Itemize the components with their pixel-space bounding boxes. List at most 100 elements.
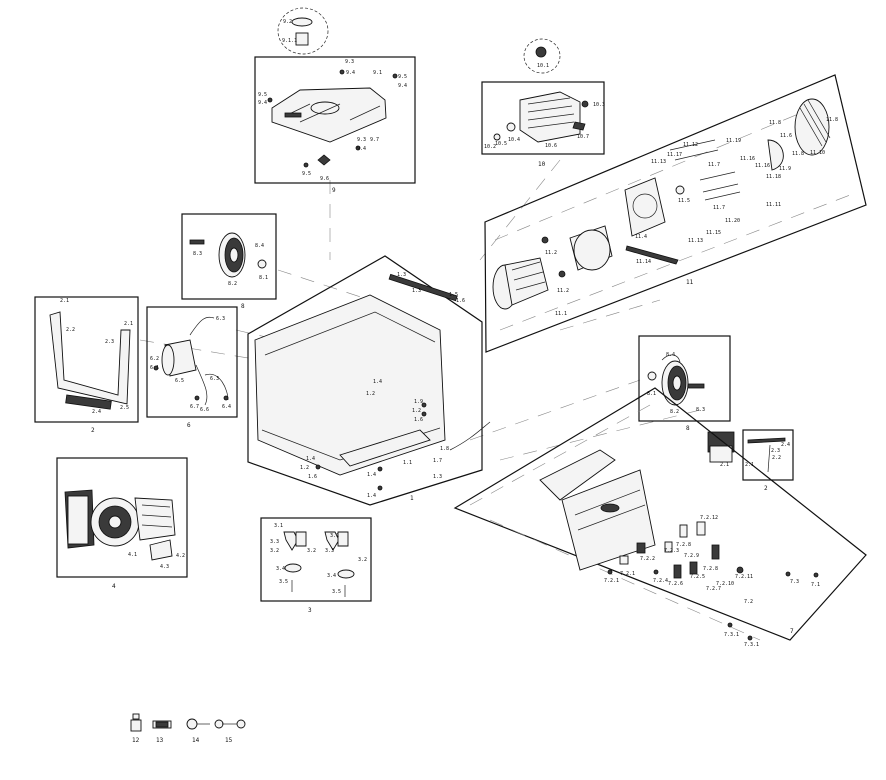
group-1-frame: 1.3 1.3 1.5 1.6 1.4 1.2 1.9 1.2 1.6 1.8 … <box>247 255 491 506</box>
label-11-13: 11.13 <box>651 159 666 165</box>
label-11-5: 11.5 <box>678 198 690 204</box>
label-2-3-right: 2.3 <box>771 448 780 454</box>
label-7-2: 7.2 <box>744 599 753 605</box>
group-6-number: 6 <box>187 422 191 429</box>
label-9-3b: 9.3 <box>357 137 366 143</box>
label-10-2: 10.2 <box>484 144 496 150</box>
label-11-16b: 11.16 <box>740 156 755 162</box>
label-1-4: 1.4 <box>373 379 382 385</box>
label-3-2c: 3.2 <box>270 548 279 554</box>
label-2-4: 2.4 <box>92 409 101 415</box>
label-7-2-6: 7.2.6 <box>668 581 683 587</box>
label-7-3-1: 7.3.1 <box>724 632 739 638</box>
label-2-1-icon: 2.1 <box>720 462 729 468</box>
label-10-5: 10.5 <box>495 141 507 147</box>
label-1-3b: 1.3 <box>412 288 421 294</box>
label-7-3-1b: 7.3.1 <box>744 642 759 648</box>
label-8-2-right: 8.2 <box>670 409 679 415</box>
group-4-number: 4 <box>112 583 116 590</box>
label-1-4b: 1.4 <box>306 456 315 462</box>
label-2-5: 2.5 <box>120 405 129 411</box>
label-4-2: 4.2 <box>176 553 185 559</box>
group-11-number: 11 <box>686 279 694 286</box>
label-6-3: 6.3 <box>216 316 225 322</box>
label-6-5: 6.5 <box>175 378 184 384</box>
group-4-engine: 4.1 4.2 4.3 4 <box>56 457 188 590</box>
label-8-1-left: 8.1 <box>259 275 268 281</box>
label-3-3b: 3.3 <box>325 548 334 554</box>
group-7-number: 7 <box>790 628 794 635</box>
label-3-4: 3.4 <box>276 566 285 572</box>
legend-item-14: 14 <box>186 718 210 744</box>
label-9-4c: 9.4 <box>258 100 267 106</box>
label-11-16: 11.16 <box>755 163 770 169</box>
label-1-6: 1.6 <box>456 298 465 304</box>
label-1-2b: 1.2 <box>412 408 421 414</box>
label-1-6b: 1.6 <box>414 417 423 423</box>
hardware-legend: 12 13 14 15 <box>130 713 246 744</box>
label-11-4: 11.4 <box>635 234 647 240</box>
label-1-7: 1.7 <box>433 458 442 464</box>
label-10-4: 10.4 <box>508 137 520 143</box>
label-3-3: 3.3 <box>270 539 279 545</box>
label-7-2-3: 7.2.3 <box>664 548 679 554</box>
nut-icon <box>130 719 142 732</box>
group-8-wheel-right: 8.4 8.1 8.2 8.3 8 <box>638 335 731 432</box>
label-9-5c: 9.5 <box>302 171 311 177</box>
label-1-2c: 1.2 <box>300 465 309 471</box>
label-3-1: 3.1 <box>274 523 283 529</box>
group-3-number: 3 <box>308 607 312 614</box>
label-11-20: 11.20 <box>725 218 740 224</box>
group-2-battery: 2.4 2.3 2.2 2.1 2.1 2 <box>707 429 794 492</box>
label-7-2-8: 7.2.8 <box>676 542 691 548</box>
label-8-2-left: 8.2 <box>228 281 237 287</box>
group-2-handle: 2.1 2.1 2.2 2.3 2.4 2.5 2 <box>34 296 139 434</box>
label-6-1: 6.1 <box>150 365 159 371</box>
label-4-3: 4.3 <box>160 564 169 570</box>
legend-number-13: 13 <box>156 737 164 744</box>
label-7-2-1: 7.2.1 <box>604 578 619 584</box>
label-11-1: 11.1 <box>555 311 567 317</box>
label-11-18: 11.18 <box>766 174 781 180</box>
label-11-9: 11.9 <box>779 166 791 172</box>
label-6-6: 6.6 <box>200 407 209 413</box>
group-2-number: 2 <box>91 427 95 434</box>
label-1-8: 1.8 <box>440 446 449 452</box>
label-7-2-4: 7.2.4 <box>653 578 668 584</box>
label-9-3: 9.3 <box>345 59 354 65</box>
label-2-3: 2.3 <box>105 339 114 345</box>
label-7-2-1b: 7.2.1 <box>620 571 635 577</box>
legend-number-12: 12 <box>132 737 140 744</box>
label-7-3: 7.3 <box>790 579 799 585</box>
label-6-7: 6.7 <box>190 404 199 410</box>
group-10-air-filter: 10.1 10.3 10.7 10.6 10.4 10.5 10.2 10 <box>481 38 605 168</box>
label-11-6: 11.6 <box>780 133 792 139</box>
label-11-10: 11.10 <box>810 150 825 156</box>
bolt-icon <box>186 718 198 730</box>
label-1-6c: 1.6 <box>308 474 317 480</box>
label-11-14: 11.14 <box>636 259 651 265</box>
label-7-1: 7.1 <box>811 582 820 588</box>
label-9-7: 9.7 <box>370 137 379 143</box>
legend-number-15: 15 <box>225 737 233 744</box>
group-2-right-number: 2 <box>764 485 768 492</box>
label-10-6: 10.6 <box>545 143 557 149</box>
label-3-5b: 3.5 <box>332 589 341 595</box>
label-11-12: 11.12 <box>683 142 698 148</box>
label-11-11: 11.11 <box>766 202 781 208</box>
label-4-1: 4.1 <box>128 552 137 558</box>
label-3-2b: 3.2 <box>358 557 367 563</box>
label-1-2: 1.2 <box>366 391 375 397</box>
legend-item-15: 15 <box>214 719 246 744</box>
label-11-8b: 11.8 <box>792 151 804 157</box>
label-9-2: 9.2 <box>283 19 292 25</box>
label-10-1: 10.1 <box>537 63 549 69</box>
label-7-2-12: 7.2.12 <box>700 515 718 521</box>
label-7-2-9: 7.2.9 <box>684 553 699 559</box>
label-8-3-left: 8.3 <box>193 251 202 257</box>
label-10-3: 10.3 <box>593 102 605 108</box>
label-1-4c: 1.4 <box>367 472 376 478</box>
group-11-alternator: 11.1 11.2 11.2 11.4 11.14 11.5 11.13 11.… <box>484 74 867 353</box>
label-3-2: 3.2 <box>307 548 316 554</box>
label-11-7b: 11.7 <box>713 205 725 211</box>
